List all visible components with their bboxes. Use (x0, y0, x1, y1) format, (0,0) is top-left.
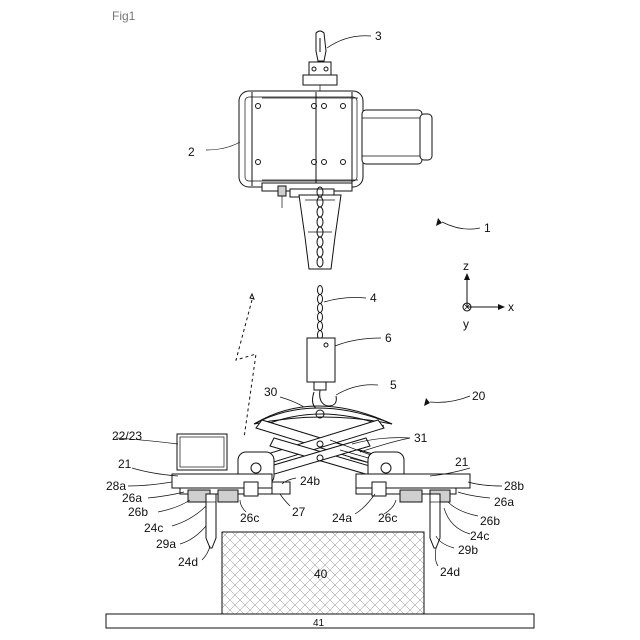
axis-z-label: z (463, 259, 469, 273)
ref-24c-right: 24c (470, 529, 489, 543)
ref-27: 27 (292, 505, 306, 519)
ref-24d-right: 24d (440, 565, 460, 579)
ref-3: 3 (375, 29, 382, 43)
axis-y-label: y (463, 317, 469, 331)
ref-29a: 29a (156, 537, 176, 551)
ref-24a: 24a (332, 511, 352, 525)
chain-container (299, 195, 341, 269)
ref-26c-left: 26c (240, 511, 259, 525)
ref-24b: 24b (300, 474, 320, 488)
hook (303, 31, 337, 91)
ref-24d-left: 24d (178, 555, 198, 569)
ref-6: 6 (385, 331, 392, 345)
load-cell (307, 338, 335, 390)
ref-5: 5 (390, 378, 397, 392)
ref-22-23: 22/23 (112, 429, 142, 443)
ref-26a-right: 26a (494, 495, 514, 509)
ref-21-right: 21 (455, 455, 469, 469)
ref-21-left: 21 (118, 457, 132, 471)
wireless-signal (236, 300, 256, 438)
ref-41: 41 (313, 618, 325, 629)
ref-4: 4 (370, 291, 377, 305)
ref-31: 31 (414, 431, 428, 445)
electric-hoist (239, 91, 432, 208)
ref-40: 40 (314, 567, 328, 581)
ref-26c-right: 26c (378, 511, 397, 525)
ref-29b: 29b (458, 543, 478, 557)
ref-1: 1 (484, 221, 491, 235)
ref-28b: 28b (504, 479, 524, 493)
ref-30: 30 (264, 385, 278, 399)
ref-26b-left: 26b (128, 505, 148, 519)
axis-x-label: x (508, 300, 514, 314)
ref-26a-left: 26a (122, 491, 142, 505)
ref-26b-right: 26b (480, 514, 500, 528)
ref-20: 20 (472, 389, 486, 403)
coordinate-axes: z x y (463, 259, 514, 331)
left-jaw-assembly (172, 434, 290, 548)
figure-title: Fig1 (112, 9, 136, 23)
ref-2: 2 (188, 145, 195, 159)
ref-24c-left: 24c (144, 521, 163, 535)
chain (318, 286, 323, 340)
